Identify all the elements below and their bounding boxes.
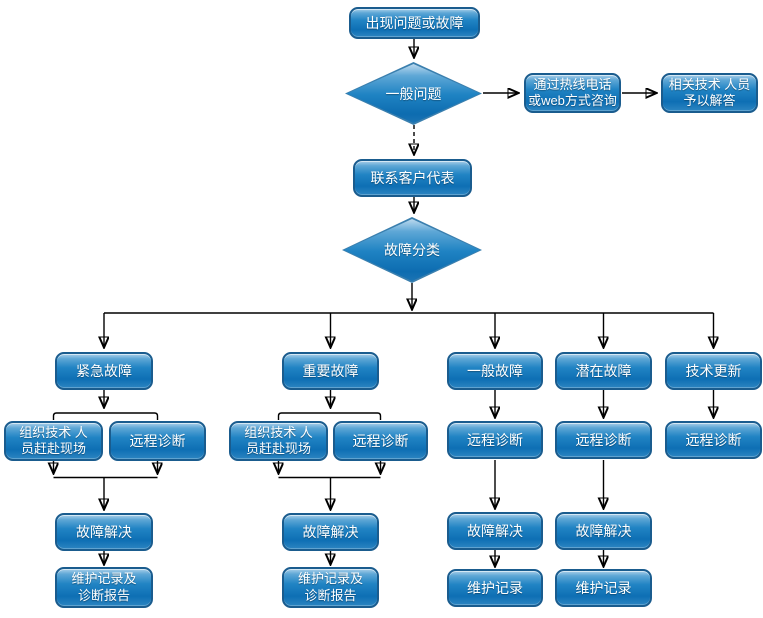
node-maint-record-report-urgent: 维护记录及 诊断报告	[55, 567, 153, 608]
node-tech-answer: 相关技术 人员 予以解答	[661, 73, 758, 113]
node-fault-resolved-potential: 故障解决	[555, 512, 652, 550]
node-contact-rep: 联系客户代表	[353, 159, 472, 197]
node-remote-diag-potential: 远程诊断	[555, 421, 652, 459]
split-major	[277, 412, 382, 420]
node-fault-resolved-general: 故障解决	[447, 512, 543, 550]
node-maint-record-potential: 维护记录	[555, 569, 652, 607]
node-general-fault: 一般故障	[447, 352, 543, 390]
node-start: 出现问题或故障	[349, 7, 480, 39]
node-dispatch-team-major: 组织技术 人 员赶赴现场	[229, 421, 328, 461]
node-general-issue-decision: 一般问题	[345, 62, 482, 125]
node-maint-record-report-major: 维护记录及 诊断报告	[282, 567, 379, 608]
node-fault-resolved-major: 故障解决	[282, 513, 379, 551]
node-dispatch-team-urgent: 组织技术 人 员赶赴现场	[4, 421, 103, 461]
node-fault-classify-decision: 故障分类	[342, 217, 482, 283]
node-remote-diag-general: 远程诊断	[447, 421, 543, 459]
node-maint-record-general: 维护记录	[447, 569, 543, 607]
diamond-label: 一般问题	[385, 85, 442, 102]
node-fault-resolved-urgent: 故障解决	[55, 513, 153, 551]
node-urgent-fault: 紧急故障	[55, 352, 153, 390]
node-remote-diag-major: 远程诊断	[333, 421, 428, 461]
node-remote-diag-update: 远程诊断	[665, 421, 762, 459]
node-major-fault: 重要故障	[282, 352, 379, 390]
diamond-label: 故障分类	[384, 242, 440, 258]
node-remote-diag-urgent: 远程诊断	[109, 421, 206, 461]
split-urgent	[52, 412, 159, 420]
node-hotline-consult: 通过热线电话 或web方式咨询	[524, 73, 621, 113]
node-potential-fault: 潜在故障	[555, 352, 652, 390]
node-tech-update: 技术更新	[665, 352, 762, 390]
